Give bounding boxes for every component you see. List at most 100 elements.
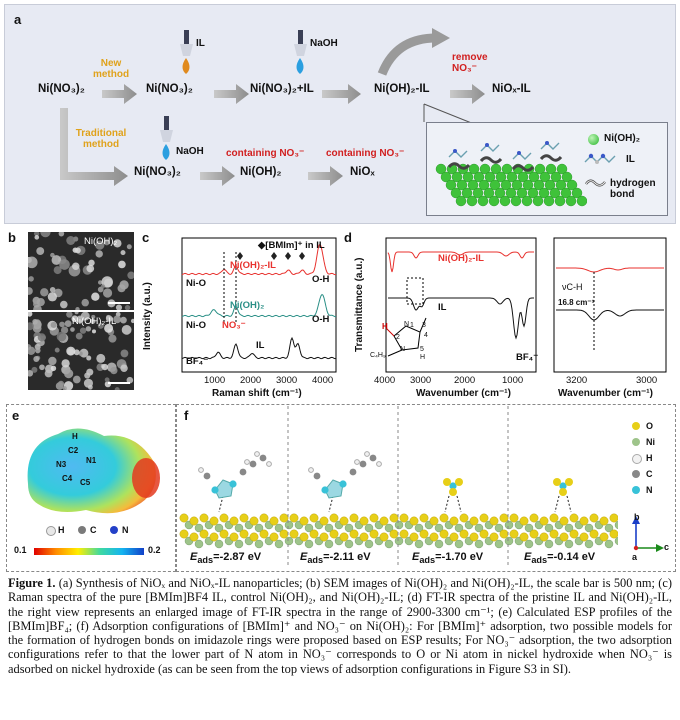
sem-particle (120, 250, 126, 256)
o-atom (179, 529, 189, 539)
sem-particle (72, 375, 81, 384)
bmim-marker (237, 252, 243, 260)
step-3: Ni(OH)₂-IL (374, 83, 430, 95)
ni-atom (194, 539, 204, 549)
sem-particle (124, 304, 131, 311)
ni-atom (364, 523, 374, 533)
o-atom (249, 516, 259, 526)
o-atom (379, 516, 389, 526)
esp-scale-min: 0.1 (14, 545, 27, 555)
sem-particle (25, 322, 34, 331)
sem-particle (24, 287, 33, 295)
nioh-sphere (488, 195, 500, 207)
o-atom (559, 488, 567, 496)
o-atom (319, 516, 329, 526)
c-atom (369, 454, 377, 462)
ni-atom (454, 523, 464, 533)
o-atom (399, 513, 409, 523)
sem-particle (126, 244, 132, 250)
n-atom (339, 480, 347, 488)
o-atom (389, 513, 399, 523)
trad-step-3: NiOₓ (350, 166, 375, 178)
raman-xtick-4000: 4000 (312, 375, 334, 386)
esp-atom-c2: C2 (68, 446, 79, 455)
sem-particle (113, 239, 122, 248)
nioh-sphere (539, 171, 551, 183)
sem-particle (108, 334, 117, 343)
sem-particle (37, 333, 46, 342)
sem-particle (130, 318, 136, 324)
nioh-sphere (527, 187, 539, 199)
c-atom (249, 460, 257, 468)
o-atom (339, 516, 349, 526)
raman-label-il: IL (256, 340, 265, 351)
raman-oh-2: O-H (312, 314, 330, 325)
nioh-sphere (550, 171, 562, 183)
esp-colorbar (34, 548, 144, 555)
c-atom (239, 468, 247, 476)
o-atom (569, 513, 579, 523)
o-atom (369, 513, 379, 523)
nioh-sphere (501, 163, 513, 175)
n-atom (321, 486, 329, 494)
hbond-line (328, 495, 334, 513)
step-4: NiOₓ-IL (492, 83, 531, 95)
inset-vch: νC-H (562, 282, 583, 292)
sem-particle (126, 376, 134, 384)
legend-n-dot (110, 526, 118, 534)
panel-f-frame (176, 404, 676, 572)
adsorption-line (554, 495, 560, 513)
raman-label-nioh-il: Ni(OH)₂-IL (230, 260, 276, 271)
f-legend-n-dot (632, 486, 640, 494)
o-atom (199, 529, 209, 539)
struct-5: 5 (420, 346, 424, 353)
esp-atom-n1: N1 (86, 456, 97, 465)
nioh-sphere (522, 179, 534, 191)
nioh-sphere (565, 195, 577, 207)
ni-atom (384, 523, 394, 533)
ftir-label-nioh-il: Ni(OH)₂-IL (438, 253, 484, 264)
sem-particle (81, 298, 89, 307)
ni-atom (494, 523, 504, 533)
o-atom (319, 532, 329, 542)
sem-particle (58, 230, 65, 237)
sem-particle (36, 247, 45, 255)
ni-atom (454, 539, 464, 549)
sem-particle (40, 226, 51, 238)
panel-e-label: e (12, 408, 20, 423)
ni-atom (614, 520, 618, 530)
sem-particle (95, 240, 105, 250)
eads-1: Eads=-2.87 eV (190, 551, 262, 566)
sem-particle (71, 315, 79, 323)
ir-trace (556, 309, 664, 321)
il-molecule (448, 150, 468, 158)
o-atom (349, 529, 359, 539)
nioh-sphere (528, 171, 540, 183)
nioh-il-model (435, 141, 587, 207)
sem-particle (51, 255, 62, 265)
sem-particle (104, 323, 114, 333)
ni-atom (564, 539, 574, 549)
struct-1: 1 (410, 322, 414, 329)
o-atom (539, 532, 549, 542)
adsorption-line (444, 495, 450, 513)
ni-atom (434, 523, 444, 533)
f-legend-o: O (646, 421, 654, 431)
il-reagent: IL (196, 38, 205, 49)
nioh-sphere (511, 179, 523, 191)
inset-xtick-3000: 3000 (636, 375, 658, 386)
nioh-sphere (495, 171, 507, 183)
sem-particle (28, 276, 34, 282)
caption-lead: Figure 1. (8, 576, 56, 590)
ni-atom (604, 523, 614, 533)
struct-n3: N (400, 346, 406, 353)
axis-b: b (634, 512, 640, 522)
o-atom (179, 513, 189, 523)
struct-h2: H (382, 322, 388, 331)
o-atom (579, 516, 589, 526)
ni-atom (234, 523, 244, 533)
sem-particle (127, 271, 135, 280)
sem-particle (61, 359, 70, 368)
o-atom (489, 532, 499, 542)
raman-chart (181, 237, 337, 373)
